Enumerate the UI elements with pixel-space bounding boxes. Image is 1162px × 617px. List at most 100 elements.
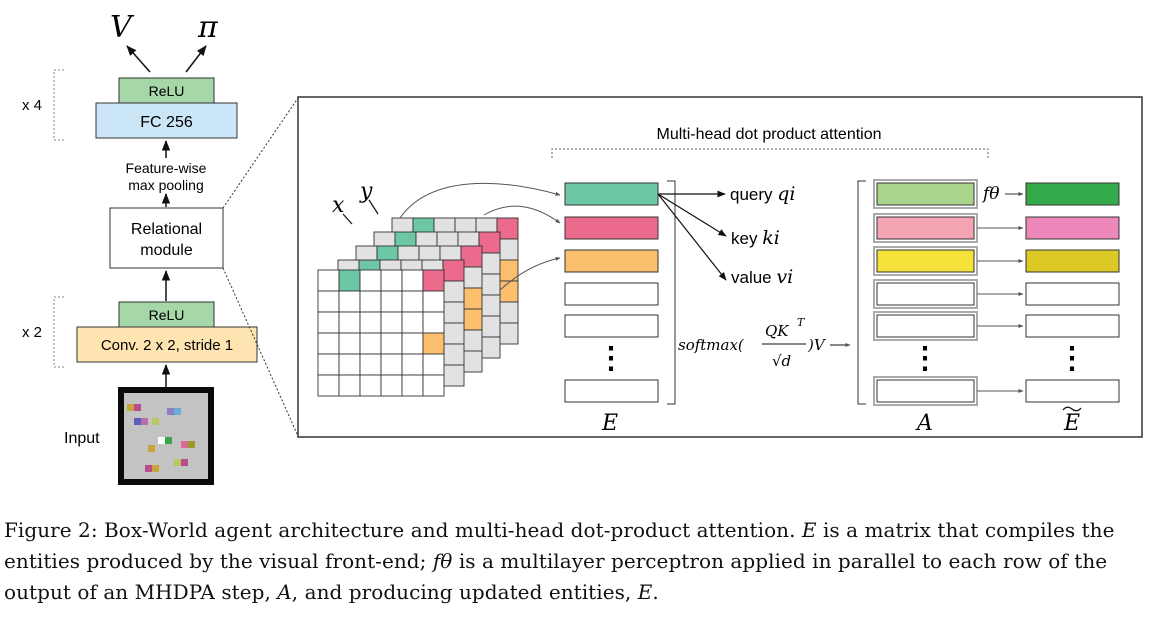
key-label: key ki <box>731 227 780 249</box>
softmax-superscript: T <box>797 316 806 329</box>
mhdpa-title: Multi-head dot product attention <box>656 126 881 143</box>
feature-cell <box>359 311 382 334</box>
feature-cell <box>380 353 403 376</box>
feature-cell <box>317 311 340 334</box>
feature-cell <box>317 353 340 376</box>
caption-part: is a multilayer perceptron applied in pa… <box>4 549 1108 604</box>
zoom-line-bottom <box>222 267 299 437</box>
value-symbol: vi <box>776 266 793 288</box>
curve-to-e-row1 <box>399 182 561 219</box>
etilde-row <box>1025 216 1120 240</box>
feature-cell <box>442 364 465 387</box>
fc-label: FC 256 <box>140 114 193 131</box>
etilde-row <box>1025 379 1120 403</box>
feature-cell <box>338 353 361 376</box>
caption-part: . <box>652 580 659 604</box>
etilde-row <box>1025 182 1120 206</box>
feature-cell <box>338 374 361 397</box>
conv-box <box>76 326 258 363</box>
architecture-figure: V π x 4 ReLU FC 256 Feature-wise max poo… <box>22 10 1143 485</box>
value-output-label: V <box>110 10 135 45</box>
softmax-denominator: √d <box>772 352 791 370</box>
caption-symbol-a: A <box>277 580 292 604</box>
output-labels: V π <box>110 10 219 45</box>
etilde-row <box>1025 249 1120 273</box>
etilde-ellipsis: ⋮ <box>1057 341 1087 376</box>
feature-cell <box>401 353 424 376</box>
e-ellipsis: ⋮ <box>596 341 626 376</box>
a-row <box>876 182 975 206</box>
pool-label-line2: max pooling <box>128 177 204 193</box>
feature-cell <box>359 374 382 397</box>
feature-cell <box>401 269 424 292</box>
conv-label: Conv. 2 x 2, stride 1 <box>101 337 233 354</box>
a-row <box>876 379 975 403</box>
a-row <box>876 314 975 338</box>
etilde-matrix-label: E <box>1063 411 1080 436</box>
mhdpa-bracket <box>551 148 989 158</box>
attention-output-a <box>873 179 978 406</box>
feature-cell <box>380 290 403 313</box>
e-row <box>564 314 659 338</box>
key-symbol: ki <box>762 227 780 249</box>
etilde-row <box>1025 282 1120 306</box>
feature-cell <box>380 332 403 355</box>
relu-bottom-box <box>118 301 215 328</box>
feature-cell <box>422 332 445 355</box>
softmax-formula: softmax( QK T √d )V <box>678 316 851 370</box>
feature-cell <box>359 332 382 355</box>
softmax-prefix: softmax( <box>678 336 745 354</box>
a-matrix-label: A <box>915 411 933 436</box>
arrow-value <box>657 193 727 281</box>
feature-map-stack <box>317 217 519 397</box>
softmax-numerator: QK <box>765 322 789 340</box>
axis-x-pointer <box>342 213 353 225</box>
arrow-to-pi <box>185 45 207 73</box>
arrow-to-v <box>126 45 151 73</box>
feature-cell <box>442 280 465 303</box>
a-row <box>876 282 975 306</box>
caption-symbol-etilde: E <box>637 580 653 604</box>
relational-module-box <box>109 207 224 269</box>
e-row <box>564 249 659 273</box>
feature-map-layer <box>317 269 445 397</box>
e-matrix-label: E <box>601 411 618 436</box>
etilde-tilde-mark <box>1062 406 1082 412</box>
feature-cell <box>317 269 340 292</box>
input-label: Input <box>64 430 100 447</box>
caption-part: Figure 2: Box-World agent architecture a… <box>4 518 802 542</box>
a-ellipsis: ⋮ <box>910 341 940 376</box>
caption-symbol-f: fθ <box>432 549 453 573</box>
feature-cell <box>442 322 465 345</box>
curve-to-e-row2 <box>483 205 561 224</box>
e-row <box>564 182 659 206</box>
axis-y-label: y <box>359 179 373 204</box>
feature-cell <box>359 290 382 313</box>
repeat-bracket-top <box>53 69 64 141</box>
boxworld-input-image <box>118 387 214 485</box>
a-row <box>876 249 975 273</box>
feature-cell <box>380 374 403 397</box>
e-row <box>564 216 659 240</box>
entity-matrix-e <box>564 182 659 403</box>
e-bracket <box>667 180 676 405</box>
relu-top-label: ReLU <box>149 83 185 99</box>
feature-cell <box>338 332 361 355</box>
policy-output-label: π <box>197 10 219 45</box>
etilde-row <box>1025 314 1120 338</box>
feature-cell <box>401 374 424 397</box>
feature-cell <box>401 290 424 313</box>
arrow-key <box>657 193 727 237</box>
curve-to-e-row3 <box>499 256 561 291</box>
feature-cell <box>401 332 424 355</box>
figure-caption: Figure 2: Box-World agent architecture a… <box>4 515 1158 608</box>
feature-cell <box>422 269 445 292</box>
relational-label-line1: Relational <box>131 221 202 238</box>
caption-symbol-e: E <box>801 518 817 542</box>
a-row <box>876 216 975 240</box>
feature-cell <box>422 311 445 334</box>
a-bracket <box>857 180 866 405</box>
repeat-label-x2: x 2 <box>22 324 42 341</box>
repeat-bracket-bottom <box>53 296 64 368</box>
feature-cell <box>380 269 403 292</box>
